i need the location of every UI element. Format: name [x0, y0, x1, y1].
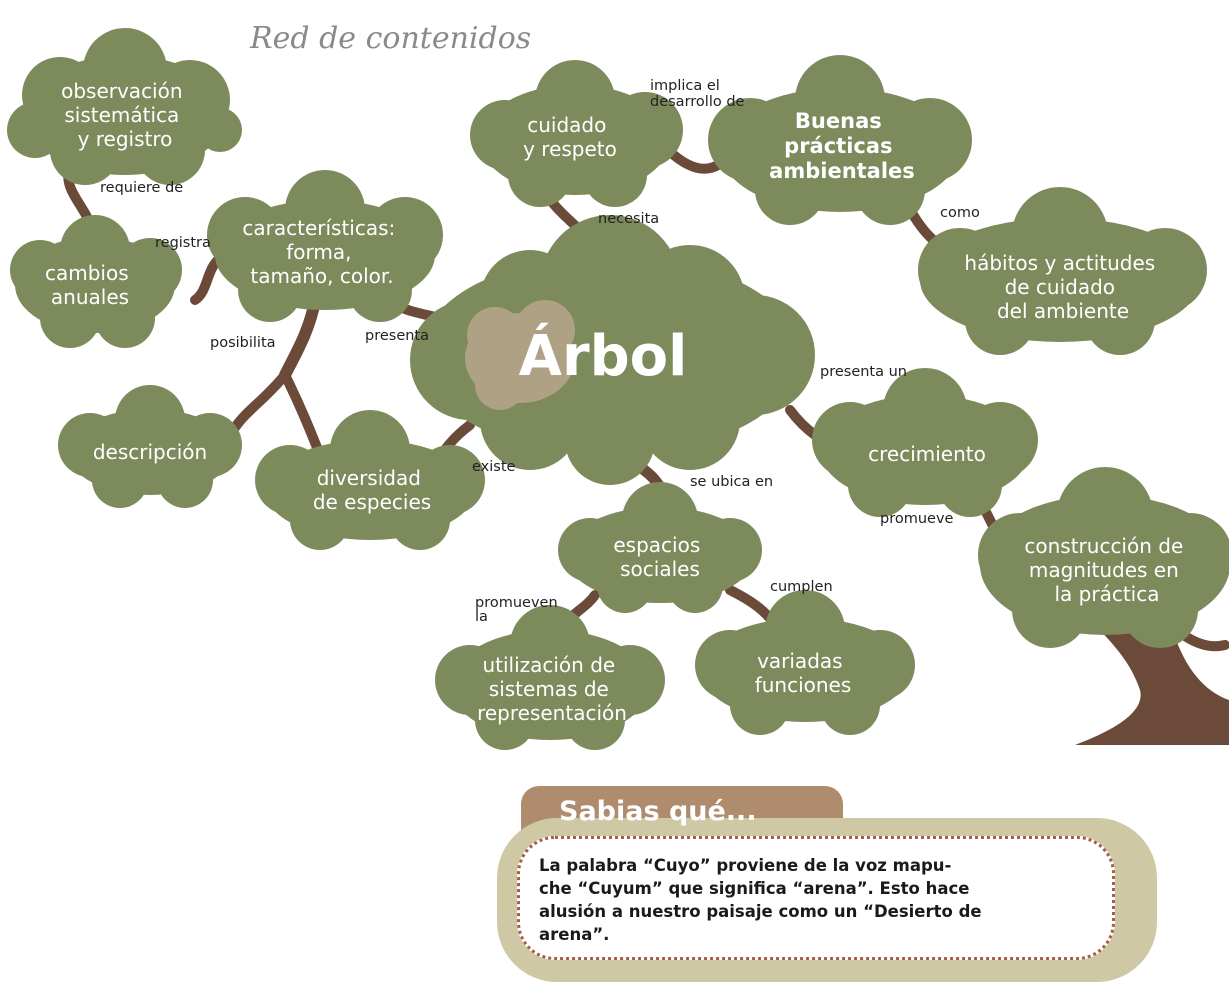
node-caracteristicas	[207, 170, 443, 322]
svg-text:variadas funciones: variadas funciones	[755, 649, 852, 697]
construccion-line-2: magnitudes en	[1029, 558, 1179, 582]
svg-text:utilización de sistemas de: utilización de sistemas de representació…	[477, 653, 627, 725]
cuidado-line-2: y respeto	[523, 137, 617, 161]
node-utilizacion	[435, 605, 665, 750]
sabias-que-callout: Sabias qué... La palabra “Cuyo” proviene…	[497, 786, 1157, 982]
svg-text:implica el desarrollo de: implica el desarrollo de	[650, 78, 745, 110]
svg-text:cambios anuales: cambios anuales	[45, 261, 135, 309]
link-como: como	[940, 205, 980, 221]
observacion-line-3: y registro	[78, 127, 173, 151]
tree-trunk	[1075, 600, 1229, 745]
node-cambios	[10, 215, 182, 348]
link-implica-line-1: implica el	[650, 78, 720, 94]
descripcion-label: descripción	[93, 440, 207, 464]
variadas-line-1: variadas	[757, 649, 843, 673]
variadas-line-2: funciones	[755, 673, 852, 697]
cambios-line-1: cambios	[45, 261, 129, 285]
observacion-line-1: observación	[61, 79, 182, 103]
cuidado-line-1: cuidado	[527, 113, 606, 137]
observacion-line-2: sistemática	[64, 103, 179, 127]
node-buenas	[708, 55, 972, 225]
link-posibilita: posibilita	[210, 335, 276, 351]
callout-heading: Sabias qué...	[559, 796, 757, 827]
node-arbol-highlight	[465, 300, 575, 410]
utilizacion-line-1: utilización de	[482, 653, 615, 677]
diversidad-line-1: diversidad	[317, 466, 421, 490]
link-labels: requiere de registra presenta posibilita…	[100, 78, 980, 625]
habitos-line-1: hábitos y actitudes	[964, 251, 1155, 275]
link-se-ubica: se ubica en	[690, 474, 773, 490]
node-construccion	[978, 467, 1229, 648]
link-implica-line-2: desarrollo de	[650, 94, 745, 110]
svg-text:características: forma,: características: forma, tamaño, color.	[242, 216, 401, 288]
caracteristicas-line-1: características:	[242, 216, 395, 240]
diversidad-line-2: de especies	[313, 490, 431, 514]
utilizacion-line-2: sistemas de	[489, 677, 609, 701]
construccion-line-1: construcción de	[1024, 534, 1183, 558]
svg-text:observación sistemática: observación sistemática y registro	[61, 79, 189, 151]
node-crecimiento	[812, 368, 1038, 517]
buenas-line-1: Buenas	[795, 109, 882, 133]
svg-text:construcción de magnitudes: construcción de magnitudes en la práctic…	[1024, 534, 1189, 606]
habitos-line-2: de cuidado	[1005, 275, 1115, 299]
link-presenta: presenta	[365, 328, 429, 344]
node-observacion	[7, 28, 242, 185]
svg-text:promueven la: promueven la	[475, 595, 562, 625]
center-label: Árbol	[519, 324, 688, 389]
link-registra: registra	[155, 235, 211, 251]
node-espacios	[558, 482, 762, 613]
callout-body: La palabra “Cuyo” proviene de la voz map…	[539, 856, 982, 944]
link-presenta-un: presenta un	[820, 364, 907, 380]
link-necesita: necesita	[598, 211, 659, 227]
node-descripcion	[58, 385, 242, 508]
link-requiere: requiere de	[100, 180, 183, 196]
buenas-line-2: prácticas	[784, 134, 892, 158]
link-promueve: promueve	[880, 511, 954, 527]
svg-text:espacios sociales: espacios sociales	[613, 533, 706, 581]
crecimiento-label: crecimiento	[868, 442, 986, 466]
diagram-title: Red de contenidos	[249, 21, 531, 56]
buenas-line-3: ambientales	[769, 159, 915, 183]
node-cuidado	[470, 60, 683, 207]
utilizacion-line-3: representación	[477, 701, 627, 725]
node-habitos	[918, 187, 1207, 355]
node-variadas	[695, 590, 915, 735]
caracteristicas-line-2: forma,	[286, 240, 351, 264]
link-promueven-line-2: la	[475, 609, 488, 625]
svg-text:cuidado y respeto: cuidado y respeto	[523, 113, 617, 161]
construccion-line-3: la práctica	[1055, 582, 1160, 606]
link-promueven-line-1: promueven	[475, 595, 558, 611]
svg-text:hábitos y actitudes de cui: hábitos y actitudes de cuidado del ambie…	[964, 251, 1161, 323]
link-existe: existe	[472, 459, 516, 475]
caracteristicas-line-3: tamaño, color.	[250, 264, 393, 288]
link-cumplen: cumplen	[770, 579, 833, 595]
svg-text:Buenas prácticas ambie: Buenas prácticas ambientales	[769, 109, 915, 183]
callout-inner-box	[517, 836, 1115, 960]
node-diversidad	[255, 410, 485, 550]
habitos-line-3: del ambiente	[997, 299, 1129, 323]
svg-text:diversidad de especies: diversidad de especies	[313, 466, 431, 514]
espacios-line-1: espacios	[613, 533, 700, 557]
espacios-line-2: sociales	[620, 557, 700, 581]
cambios-line-2: anuales	[51, 285, 129, 309]
